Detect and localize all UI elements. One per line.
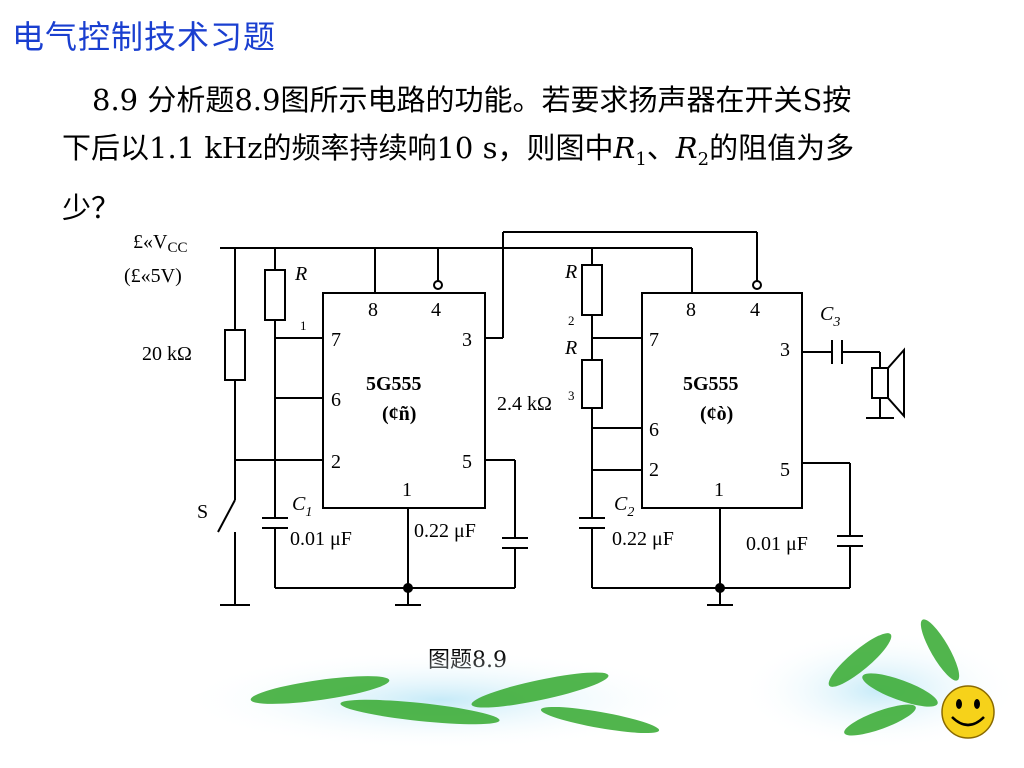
chip2-body xyxy=(641,292,803,509)
r3-label: R xyxy=(564,337,577,359)
chip2-pin7: 7 xyxy=(649,329,659,351)
problem-number: 8.9 xyxy=(92,83,139,117)
r1-symbol: R xyxy=(613,131,636,165)
r3-sub: 3 xyxy=(568,388,575,403)
problem-line2a: 下后以1.1 kHz的频率持续响10 s，则图中 xyxy=(62,131,614,165)
r3-value: 2.4 kΩ xyxy=(497,393,552,415)
r2-label: R xyxy=(564,261,577,283)
switch-label: S xyxy=(197,501,208,523)
speaker-cone xyxy=(887,347,905,419)
res-20k-label: 20 kΩ xyxy=(142,343,192,365)
chip2-pin8: 8 xyxy=(686,299,696,321)
c-mid1-value: 0.22 μF xyxy=(414,520,476,542)
chip1-pin4: 4 xyxy=(431,299,441,321)
chip2-pin5: 5 xyxy=(780,459,790,481)
problem-line3: 少？ xyxy=(62,190,121,225)
r2-subscript: 2 xyxy=(697,148,710,170)
smiley-icon xyxy=(941,685,995,739)
r1-label: R xyxy=(294,263,307,285)
chip1-pin2: 2 xyxy=(331,451,341,473)
chip2-pin1: 1 xyxy=(714,479,724,501)
problem-line1: 分析题8.9图所示电路的功能。若要求扬声器在开关S按 xyxy=(147,83,852,117)
chip2-sub: (¢ò) xyxy=(700,403,733,425)
chip1-pin1: 1 xyxy=(402,479,412,501)
chip2-name: 5G555 xyxy=(683,373,739,395)
chip1-body xyxy=(322,292,486,509)
chip2-pin2: 2 xyxy=(649,459,659,481)
chip2-pin4: 4 xyxy=(750,299,760,321)
chip1-pin6: 6 xyxy=(331,389,341,411)
problem-text: 8.9 分析题8.9图所示电路的功能。若要求扬声器在开关S按 下后以1.1 kH… xyxy=(62,76,992,232)
c-right-value: 0.01 μF xyxy=(746,533,808,555)
chip1-pin8: 8 xyxy=(368,299,378,321)
switch-blade xyxy=(217,499,236,533)
slide-title: 电气控制技术习题 xyxy=(12,18,277,56)
r1-subscript: 1 xyxy=(635,148,647,170)
vcc-value: (£«5V) xyxy=(124,265,182,287)
chip1-name: 5G555 xyxy=(366,373,422,395)
c3-label: C3 xyxy=(820,303,840,330)
c1-label: C1 xyxy=(292,493,312,520)
r1-sub: 1 xyxy=(300,318,307,333)
chip1-pin3: 3 xyxy=(462,329,472,351)
chip2-pin3: 3 xyxy=(780,339,790,361)
c1-value: 0.01 μF xyxy=(290,528,352,550)
c2-value: 0.22 μF xyxy=(612,528,674,550)
r2-symbol: R xyxy=(675,131,698,165)
chip2-pin6: 6 xyxy=(649,419,659,441)
r2-sub: 2 xyxy=(568,313,575,328)
problem-line2b: 的阻值为多 xyxy=(709,131,855,165)
separator: 、 xyxy=(646,131,676,165)
chip1-pin7: 7 xyxy=(331,329,341,351)
chip1-pin5: 5 xyxy=(462,451,472,473)
vcc-label: £«VCC xyxy=(133,231,187,256)
c2-label: C2 xyxy=(614,493,634,520)
chip1-sub: (¢ñ) xyxy=(382,403,416,425)
